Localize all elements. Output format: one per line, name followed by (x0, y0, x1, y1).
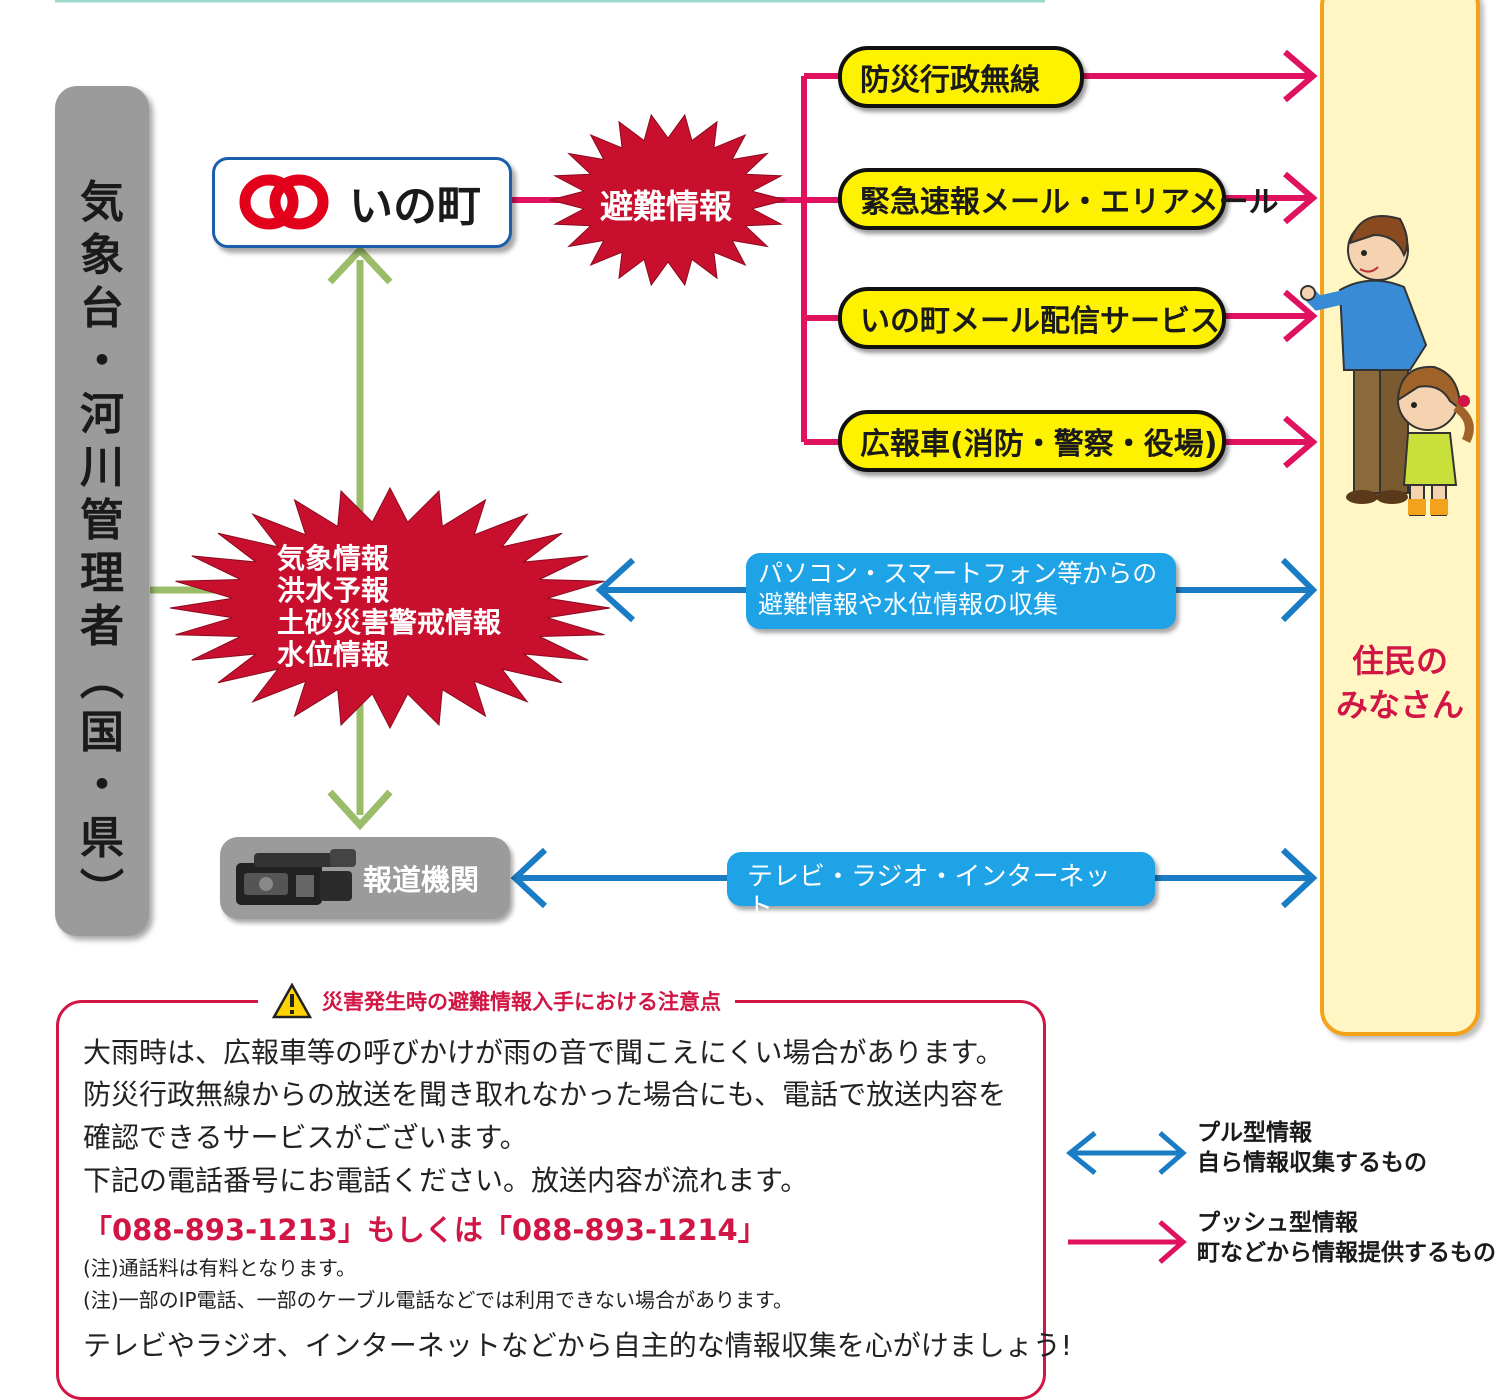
residents-column: 住民の みなさん (1320, 0, 1480, 1036)
channel-pr-vehicle: 広報車(消防・警察・役場) (838, 410, 1226, 472)
legend-pull-desc: 自ら情報収集するもの (1197, 1150, 1427, 1176)
notice-line-4: 下記の電話番号にお電話ください。放送内容が流れます。 (83, 1164, 809, 1197)
weather-info-line: 土砂災害警戒情報 (277, 606, 502, 639)
notice-line-3: 確認できるサービスがございます。 (83, 1121, 528, 1154)
legend-push-desc: 町などから情報提供するもの (1197, 1240, 1496, 1266)
channel-disaster-radio: 防災行政無線 (838, 46, 1084, 108)
weather-info-line: 水位情報 (277, 638, 390, 671)
legend-arrows (1065, 1131, 1187, 1264)
legend-push: プッシュ型情報 町などから情報提供するもの (1197, 1208, 1496, 1268)
warning-icon (272, 983, 312, 1019)
weather-info-line: 洪水予報 (277, 574, 390, 607)
residents-label-line: みなさん (1335, 686, 1464, 724)
tv-radio-internet-box: テレビ・ラジオ・インターネット (727, 852, 1155, 923)
notice-line-1: 大雨時は、広報車等の呼びかけが雨の音で聞こえにくい場合があります。 (83, 1036, 1004, 1069)
media-label: 報道機関 (363, 863, 480, 897)
flow-diagram (55, 0, 1318, 1264)
channel-emergency-mail: 緊急速報メール・エリアメール (838, 168, 1279, 230)
residents-label: 住民の みなさん (1324, 639, 1476, 727)
pc-smartphone-box: パソコン・スマートフォン等からの 避難情報や水位情報の収集 (746, 553, 1176, 629)
legend-pull: プル型情報 自ら情報収集するもの (1197, 1118, 1427, 1178)
ino-town-box: いの町 (212, 157, 512, 248)
man-figure (1300, 215, 1428, 504)
notice-title-bar: 災害発生時の避難情報入手における注意点 (258, 983, 735, 1019)
town-label: いの町 (349, 181, 481, 232)
evacuation-burst-shape (548, 113, 788, 287)
weather-info-line: 気象情報 (277, 542, 390, 575)
legend-push-title: プッシュ型情報 (1197, 1210, 1358, 1236)
weather-agency-label: 気 象 台 ・ 河 川 管 理 者 ︵ 国 ・ 県 ︶ (80, 177, 124, 917)
residents-illustration (1300, 215, 1474, 516)
weather-agency-column: 気 象 台 ・ 河 川 管 理 者 ︵ 国 ・ 県 ︶ (55, 86, 149, 936)
notice-title: 災害発生時の避難情報入手における注意点 (322, 990, 721, 1014)
girl-figure (1396, 365, 1474, 516)
push-links (508, 49, 1318, 469)
legend-pull-title: プル型情報 (1197, 1120, 1312, 1146)
media-box: 報道機関 (220, 837, 510, 919)
weather-info-list: 気象情報 洪水予報 土砂災害警戒情報 水位情報 (277, 543, 501, 671)
phone-numbers: 「088-893-1213」もしくは「088-893-1214」 (83, 1213, 767, 1247)
channel-town-mail: いの町メール配信サービス (838, 287, 1226, 349)
pc-box-line: パソコン・スマートフォン等からの (758, 559, 1158, 588)
note-ip-phone: (注)一部のIP電話、一部のケーブル電話などでは利用できない場合があります。 (83, 1288, 793, 1312)
note-fee: (注)通話料は有料となります。 (83, 1256, 357, 1280)
notice-line-2: 防災行政無線からの放送を聞き取れなかった場合にも、電話で放送内容を (83, 1078, 1007, 1111)
evacuation-info-label: 避難情報 (600, 187, 732, 226)
town-logo-icon (239, 174, 329, 230)
weather-burst-shape (169, 486, 611, 730)
residents-label-line: 住民の (1351, 642, 1448, 680)
notice-footer: テレビやラジオ、インターネットなどから自主的な情報収集を心がけましょう! (83, 1329, 1072, 1362)
video-camera-icon (236, 849, 356, 905)
pc-box-line: 避難情報や水位情報の収集 (758, 590, 1059, 619)
